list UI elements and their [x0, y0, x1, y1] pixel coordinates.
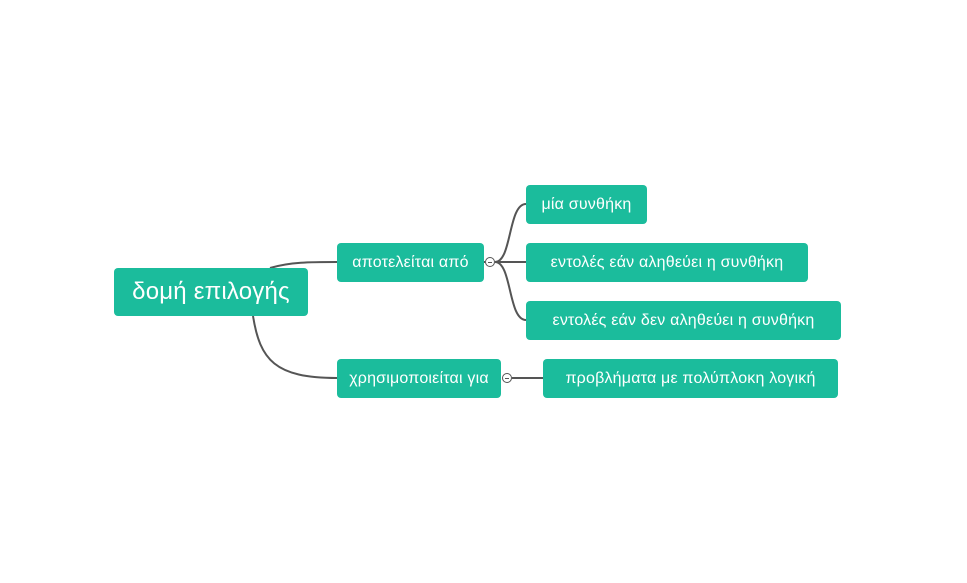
connector-to-child-3: [494, 261, 527, 321]
child-node-condition[interactable]: μία συνθήκη: [526, 185, 647, 224]
connector-to-child-1: [494, 203, 527, 263]
root-node[interactable]: δομή επιλογής: [114, 268, 308, 316]
child-node-complex-logic[interactable]: προβλήματα με πολύπλοκη λογική: [543, 359, 838, 398]
collapse-toggle-icon[interactable]: [485, 257, 495, 267]
collapse-toggle-icon[interactable]: [502, 373, 512, 383]
child-node-if-true[interactable]: εντολές εάν αληθεύει η συνθήκη: [526, 243, 808, 282]
branch-node-composition[interactable]: αποτελείται από: [337, 243, 484, 282]
branch-node-usage[interactable]: χρησιμοποιείται για: [337, 359, 501, 398]
connector-root-to-branch-2: [252, 315, 338, 379]
child-node-if-false[interactable]: εντολές εάν δεν αληθεύει η συνθήκη: [526, 301, 841, 340]
